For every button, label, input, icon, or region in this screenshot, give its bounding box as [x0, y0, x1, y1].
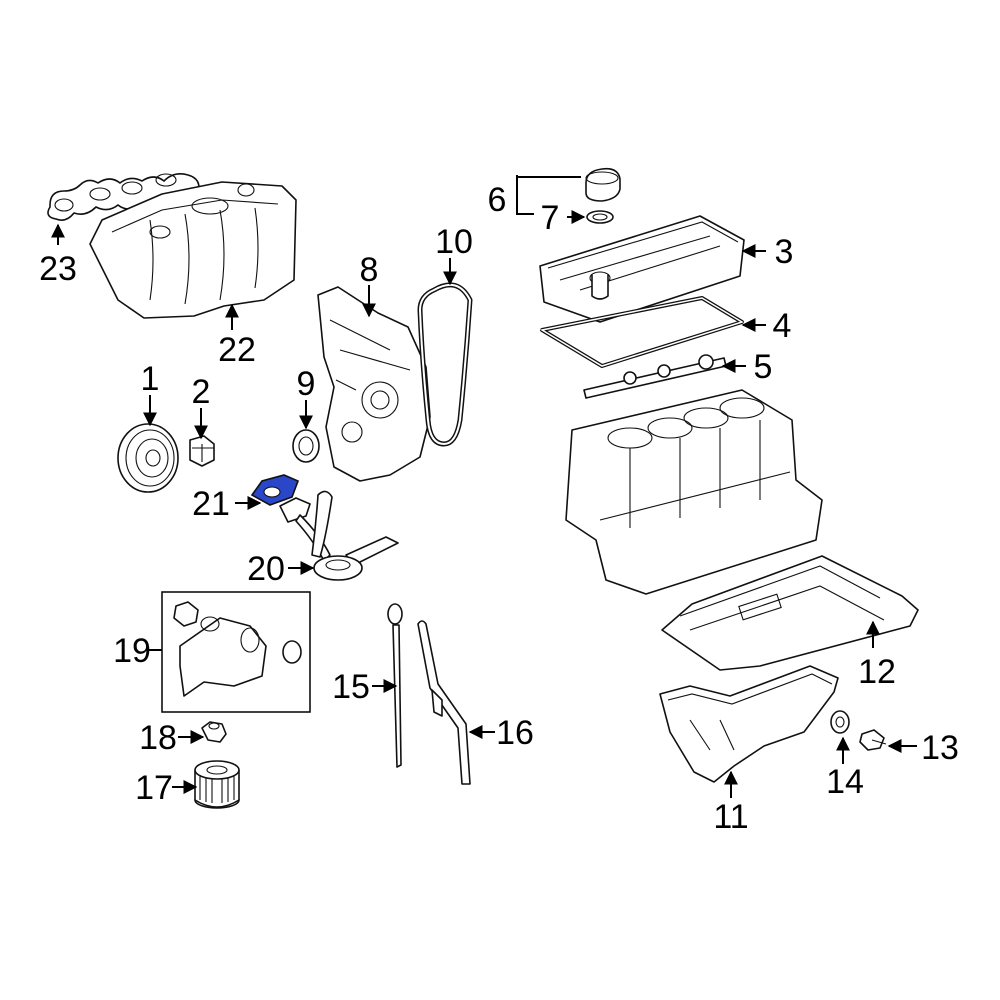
part-21-gasket-highlighted[interactable]	[250, 474, 300, 506]
part-6-oil-filler-cap[interactable]	[585, 167, 621, 202]
callout-6: 6	[488, 181, 507, 219]
callout-labels: 23 22 1 2 8 9 10 21 20 19 18 17 15 16 6 …	[39, 181, 959, 836]
callout-18: 18	[139, 719, 177, 757]
part-11-oil-pan-lower[interactable]	[659, 665, 839, 783]
callout-14: 14	[826, 763, 864, 801]
part-9-oil-seal[interactable]	[292, 429, 320, 463]
leader-lines	[51, 175, 917, 798]
callout-16: 16	[496, 714, 534, 752]
part-19-oil-filter-bracket[interactable]	[161, 591, 311, 713]
part-18-fitting[interactable]	[201, 721, 227, 743]
callout-23: 23	[39, 250, 77, 288]
callout-13: 13	[921, 729, 959, 767]
callout-7: 7	[541, 199, 560, 237]
part-16-dipstick-tube[interactable]	[417, 620, 471, 785]
part-3-valve-cover[interactable]	[539, 215, 745, 323]
callout-3: 3	[775, 233, 794, 271]
part-12-oil-pan-upper[interactable]	[661, 555, 919, 671]
part-13-drain-plug[interactable]	[859, 729, 887, 751]
callout-1: 1	[141, 360, 160, 398]
part-10-timing-chain[interactable]	[417, 282, 473, 447]
part-2-pulley-bolt[interactable]	[189, 435, 215, 467]
part-17-oil-filter[interactable]	[194, 760, 240, 809]
callout-9: 9	[297, 365, 316, 403]
part-7-cap-gasket[interactable]	[586, 210, 614, 224]
callout-21: 21	[192, 485, 230, 523]
engine-block	[565, 389, 823, 595]
callout-19: 19	[113, 632, 151, 670]
part-5-plug-tube-gasket[interactable]	[583, 354, 727, 399]
part-15-dipstick[interactable]	[387, 603, 403, 768]
callout-11: 11	[713, 798, 748, 836]
callout-20: 20	[247, 550, 285, 588]
callout-17: 17	[135, 769, 173, 807]
callout-12: 12	[858, 653, 896, 691]
leader-6-bracket	[516, 175, 581, 215]
callout-8: 8	[360, 251, 379, 289]
part-14-drain-washer[interactable]	[830, 710, 850, 734]
part-22-intake-manifold[interactable]	[89, 181, 297, 319]
part-20-oil-strainer[interactable]	[279, 490, 399, 581]
callout-15: 15	[332, 668, 370, 706]
callout-22: 22	[218, 331, 256, 369]
callout-2: 2	[192, 373, 211, 411]
callout-4: 4	[773, 307, 792, 345]
callout-5: 5	[754, 348, 773, 386]
callout-10: 10	[435, 223, 473, 261]
part-1-crank-pulley[interactable]	[117, 423, 179, 493]
part-8-timing-cover[interactable]	[317, 286, 431, 482]
